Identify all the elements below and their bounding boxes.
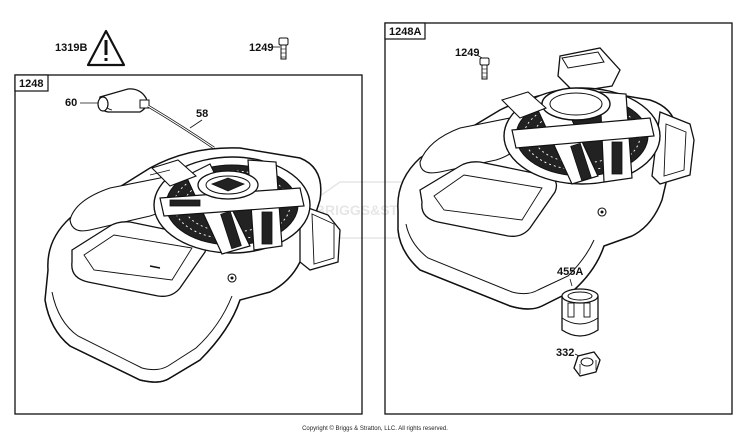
starter-cup-icon <box>561 288 599 337</box>
callout-332: 332 <box>556 347 574 359</box>
nut-icon <box>573 351 601 377</box>
callout-1319B: 1319B <box>55 42 87 54</box>
starter-rope-icon <box>147 104 215 150</box>
panel-1248A-frame <box>384 22 733 415</box>
bolt-icon-right <box>479 57 490 80</box>
starter-handle-icon <box>97 88 150 113</box>
callout-455A: 455A <box>557 266 583 278</box>
panel-1248-tag: 1248 <box>19 78 43 90</box>
panel-1248-tag-box <box>14 74 49 92</box>
panel-1248A-tag-box <box>384 22 426 40</box>
blower-housing-1248 <box>44 147 341 383</box>
blower-housing-1248A <box>397 47 695 310</box>
callout-1249-left: 1249 <box>249 42 273 54</box>
callout-1249-right: 1249 <box>455 47 479 59</box>
callout-60: 60 <box>65 97 77 109</box>
copyright-notice: Copyright © Briggs & Stratton, LLC. All … <box>302 426 448 432</box>
panel-1248-frame <box>14 74 363 415</box>
warning-icon <box>86 29 126 67</box>
callout-58: 58 <box>196 108 208 120</box>
bolt-icon <box>279 38 288 59</box>
panel-1248A-tag: 1248A <box>389 26 421 38</box>
